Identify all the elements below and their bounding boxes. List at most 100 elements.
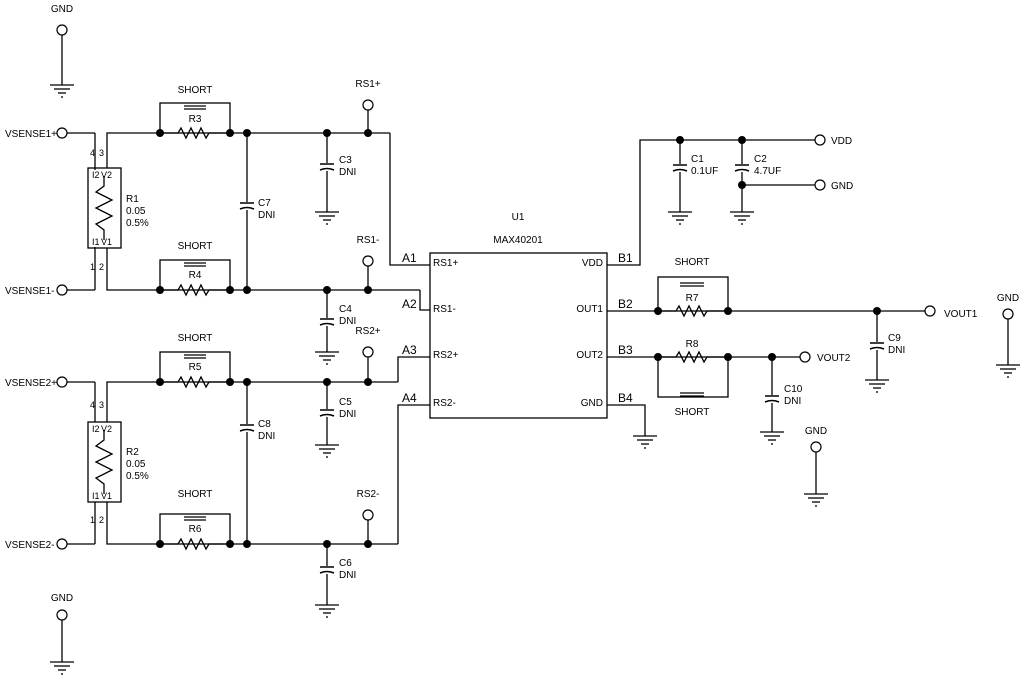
- vsense1-minus-terminal: VSENSE1-: [5, 247, 96, 297]
- svg-text:1: 1: [90, 515, 95, 525]
- svg-text:0.05: 0.05: [126, 459, 146, 470]
- svg-text:RS1+: RS1+: [433, 258, 458, 269]
- svg-text:R4: R4: [189, 270, 202, 281]
- svg-text:DNI: DNI: [258, 431, 275, 442]
- svg-text:GND: GND: [51, 593, 73, 604]
- testpoint-rs2-plus: RS2+: [355, 326, 381, 382]
- svg-text:C1: C1: [691, 154, 704, 165]
- svg-text:DNI: DNI: [339, 570, 356, 581]
- svg-text:MAX40201: MAX40201: [493, 235, 543, 246]
- capacitor-c1: C1 0.1UF: [667, 140, 718, 225]
- svg-text:A2: A2: [402, 297, 417, 311]
- capacitor-c9: C9 DNI: [864, 311, 905, 393]
- svg-text:OUT1: OUT1: [576, 304, 603, 315]
- svg-text:C9: C9: [888, 333, 901, 344]
- gnd-terminal-power: GND: [814, 179, 853, 192]
- capacitor-c5: C5 DNI: [314, 382, 356, 458]
- shunt-resistor-r2: 4 3 1 2 I2 V2 I1 V1 R2 0.05 0.5%: [87, 400, 149, 525]
- capacitor-c4: C4 DNI: [314, 290, 356, 365]
- resistor-r3-with-short: SHORT R3: [159, 85, 231, 140]
- svg-text:GND: GND: [51, 4, 73, 15]
- svg-text:1: 1: [90, 262, 95, 272]
- svg-text:DNI: DNI: [784, 396, 801, 407]
- svg-text:DNI: DNI: [339, 316, 356, 327]
- svg-text:U1: U1: [512, 212, 525, 223]
- svg-text:V2: V2: [101, 170, 112, 180]
- shunt-resistor-r1: 4 3 1 2 I2 V2 I1 V1 R1 0.05 0.5%: [87, 148, 149, 272]
- svg-text:I1: I1: [92, 237, 100, 247]
- capacitor-c3: C3 DNI: [314, 133, 356, 225]
- svg-text:V1: V1: [101, 237, 112, 247]
- svg-text:I2: I2: [92, 170, 100, 180]
- svg-text:C4: C4: [339, 304, 352, 315]
- svg-text:B3: B3: [618, 343, 633, 357]
- resistor-r6-with-short: SHORT R6: [159, 489, 231, 551]
- capacitor-c7: C7 DNI: [239, 133, 275, 290]
- svg-text:SHORT: SHORT: [178, 241, 213, 252]
- svg-text:C5: C5: [339, 397, 352, 408]
- svg-text:VOUT2: VOUT2: [817, 353, 851, 364]
- capacitor-c2: C2 4.7UF: [729, 140, 815, 225]
- svg-text:0.1UF: 0.1UF: [691, 166, 718, 177]
- svg-text:SHORT: SHORT: [178, 333, 213, 344]
- vsense1-plus-terminal: VSENSE1+: [5, 127, 96, 170]
- svg-text:RS2-: RS2-: [433, 398, 456, 409]
- svg-text:I1: I1: [92, 491, 100, 501]
- svg-text:A3: A3: [402, 343, 417, 357]
- svg-text:3: 3: [99, 400, 104, 410]
- svg-text:DNI: DNI: [888, 345, 905, 356]
- svg-text:C10: C10: [784, 384, 803, 395]
- svg-text:VSENSE1-: VSENSE1-: [5, 286, 54, 297]
- svg-text:DNI: DNI: [339, 409, 356, 420]
- svg-text:4: 4: [90, 400, 95, 410]
- svg-text:R6: R6: [189, 524, 202, 535]
- svg-text:0.5%: 0.5%: [126, 218, 149, 229]
- svg-text:DNI: DNI: [258, 210, 275, 221]
- testpoint-rs1-plus: RS1+: [355, 79, 381, 133]
- testpoint-rs1-minus: RS1-: [357, 235, 379, 290]
- svg-text:GND: GND: [831, 181, 853, 192]
- svg-text:VSENSE2+: VSENSE2+: [5, 378, 57, 389]
- svg-text:2: 2: [99, 515, 104, 525]
- svg-text:GND: GND: [997, 293, 1019, 304]
- capacitor-c8: C8 DNI: [239, 382, 275, 544]
- svg-text:B4: B4: [618, 391, 633, 405]
- junction-dots: [156, 129, 881, 548]
- svg-text:3: 3: [99, 148, 104, 158]
- svg-text:4.7UF: 4.7UF: [754, 166, 781, 177]
- svg-text:R1: R1: [126, 194, 139, 205]
- svg-text:GND: GND: [581, 398, 603, 409]
- gnd-symbol-right: GND: [995, 293, 1021, 378]
- gnd-symbol-bottom-left: GND: [49, 593, 75, 675]
- resistor-r8-with-short: R8 SHORT: [657, 339, 729, 418]
- testpoint-rs2-minus: RS2-: [357, 489, 379, 544]
- vsense2-plus-terminal: VSENSE2+: [5, 376, 96, 422]
- svg-text:SHORT: SHORT: [178, 85, 213, 96]
- svg-text:VSENSE1+: VSENSE1+: [5, 129, 57, 140]
- svg-text:V2: V2: [101, 424, 112, 434]
- resistor-r4-with-short: SHORT R4: [159, 241, 231, 297]
- svg-text:VDD: VDD: [831, 136, 852, 147]
- svg-text:VOUT1: VOUT1: [944, 309, 978, 320]
- svg-text:RS1+: RS1+: [355, 79, 380, 90]
- svg-text:C7: C7: [258, 198, 271, 209]
- svg-text:I2: I2: [92, 424, 100, 434]
- svg-text:V1: V1: [101, 491, 112, 501]
- svg-text:R7: R7: [686, 293, 699, 304]
- ic-u1-max40201: U1 MAX40201 RS1+ RS1- RS2+ RS2- VDD OUT1…: [402, 212, 633, 419]
- svg-text:2: 2: [99, 262, 104, 272]
- vdd-terminal: VDD: [814, 134, 852, 147]
- svg-text:SHORT: SHORT: [178, 489, 213, 500]
- svg-text:RS1-: RS1-: [433, 304, 456, 315]
- svg-text:SHORT: SHORT: [675, 257, 710, 268]
- svg-text:C3: C3: [339, 155, 352, 166]
- capacitor-c10: C10 DNI: [759, 357, 803, 445]
- svg-text:RS2+: RS2+: [433, 350, 458, 361]
- svg-text:VDD: VDD: [582, 258, 603, 269]
- svg-text:OUT2: OUT2: [576, 350, 603, 361]
- svg-text:B1: B1: [618, 251, 633, 265]
- svg-text:4: 4: [90, 148, 95, 158]
- gnd-symbol-top-left: GND: [49, 4, 75, 98]
- svg-text:R2: R2: [126, 447, 139, 458]
